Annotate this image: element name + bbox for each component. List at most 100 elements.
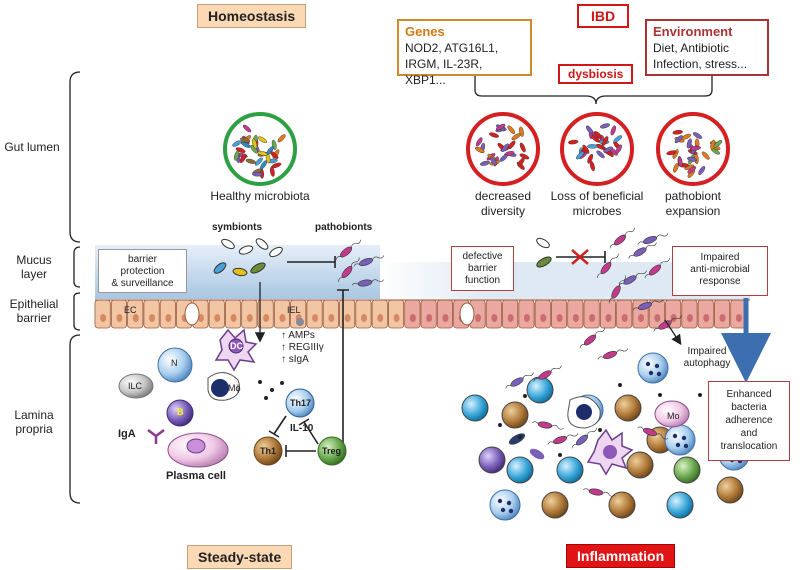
barrier-note-3: & surveillance <box>111 278 174 289</box>
epithelial-cell <box>322 299 339 329</box>
bacterium <box>615 144 622 154</box>
inhibition-symbiont-pathobiont <box>287 256 336 268</box>
nucleus <box>360 314 367 322</box>
treg-cell <box>317 436 347 466</box>
macrophage-label: Mϕ <box>228 383 241 393</box>
th1-label: Th1 <box>260 446 277 456</box>
bacterium <box>489 156 497 166</box>
dysbiosis-label: dysbiosis <box>558 64 634 84</box>
cytokine-dot <box>658 393 662 397</box>
impaired-am-note-2: anti-microbial <box>690 264 750 275</box>
environment-title: Environment <box>653 24 733 39</box>
nucleus <box>670 314 677 322</box>
bacterium <box>698 166 706 176</box>
impaired-autophagy-label: Impaired autophagy <box>672 346 742 370</box>
th17-label: Th17 <box>290 398 312 408</box>
bacterium <box>568 139 579 145</box>
decreased-diversity-caption: decreased diversity <box>453 189 553 219</box>
nucleus <box>165 314 172 322</box>
bacterium <box>701 151 710 160</box>
pathobiont <box>579 327 605 349</box>
pathobionts-label: pathobionts <box>315 222 373 233</box>
b-cell <box>166 399 194 427</box>
microbiota-decreased-diversity <box>466 112 540 186</box>
bacterium <box>508 140 516 150</box>
epithelial-cell <box>697 299 714 329</box>
pathobiont <box>597 253 619 278</box>
bacterium <box>674 135 683 144</box>
epithelial-cell <box>224 299 242 329</box>
bacterium <box>613 135 623 143</box>
dendritic-cell <box>214 328 258 372</box>
impaired-antimicrobial-note: Impaired anti-microbial response <box>672 246 768 296</box>
pathobiont <box>628 242 657 259</box>
impaired-am-note-3: response <box>699 276 741 287</box>
bacterium <box>251 138 258 149</box>
epithelial-cell <box>159 299 176 329</box>
patho-line-2: expansion <box>665 204 721 218</box>
bacterium <box>599 123 611 129</box>
microbiota-pathobiont-expansion <box>656 112 730 186</box>
ibd-symbionts <box>536 237 552 268</box>
genes-title: Genes <box>405 24 445 39</box>
effector-list: ↑ AMPs ↑ REGIIIγ ↑ sIgA <box>281 330 324 366</box>
epithelial-cell <box>551 299 568 329</box>
pathobiont <box>653 315 682 332</box>
homeostasis-header: Homeostasis <box>197 4 307 28</box>
nucleus <box>686 314 693 322</box>
inflammatory-cells <box>461 352 750 521</box>
nucleus <box>263 314 270 322</box>
th1-cell <box>253 436 283 466</box>
epithelial-cell <box>567 299 584 329</box>
bacterium <box>673 162 679 173</box>
lamina-label-2: propria <box>15 422 53 436</box>
bacterium <box>252 172 263 177</box>
environment-line-1: Diet, Antibiotic <box>653 41 730 55</box>
goblet-cell <box>459 302 475 326</box>
bacterium <box>587 153 594 164</box>
decreased-line-2: diversity <box>480 204 525 218</box>
cytokine-dot <box>518 435 522 439</box>
cytokine-dot <box>598 428 602 432</box>
steady-state-label: Steady-state <box>187 545 293 569</box>
pathobiont <box>637 233 669 245</box>
pathobiont <box>608 275 627 304</box>
amps-label: ↑ AMPs <box>281 330 315 341</box>
immune-cell <box>673 456 701 484</box>
symbiont-bacteria <box>213 238 283 277</box>
gut-lumen-label: Gut lumen <box>4 140 60 154</box>
bacterium <box>495 123 506 131</box>
epithelial-cell <box>436 299 453 329</box>
bacterium <box>596 150 605 159</box>
enhanced-line-1: Enhanced <box>726 389 772 400</box>
epithelial-cell <box>485 299 502 329</box>
bacterium <box>242 124 252 133</box>
loss-line-1: Loss of beneficial <box>550 189 644 203</box>
microbiota-loss-beneficial <box>560 112 634 186</box>
microbiota-healthy <box>223 112 297 186</box>
neutrophil-cell <box>664 424 696 456</box>
enhanced-line-3: adherence <box>725 415 773 426</box>
red-cross <box>571 249 589 265</box>
nucleus <box>589 314 596 322</box>
immune-cell <box>716 476 744 504</box>
nucleus <box>149 314 156 322</box>
epithelial-cell <box>534 299 551 329</box>
bacterium <box>235 147 246 153</box>
epithelial-cell <box>681 299 698 329</box>
nucleus <box>214 314 221 322</box>
bacterium <box>488 132 499 138</box>
bacterium <box>519 126 524 137</box>
symbionts-label: symbionts <box>212 222 263 233</box>
defective-barrier-note: defective barrier function <box>451 246 514 291</box>
bacterium <box>529 448 545 460</box>
epithelial-cell <box>714 299 731 329</box>
pathobiont <box>597 348 629 360</box>
loss-line-2: microbes <box>572 204 622 218</box>
barrier-protection-note: barrier protection & surveillance <box>98 249 187 293</box>
th17-cell <box>285 388 315 418</box>
monocyte-cell <box>654 400 690 428</box>
enhanced-translocation-note: Enhanced bacteria adherence and transloc… <box>708 381 790 461</box>
immune-cell <box>666 491 694 519</box>
iel-cell <box>296 318 304 326</box>
